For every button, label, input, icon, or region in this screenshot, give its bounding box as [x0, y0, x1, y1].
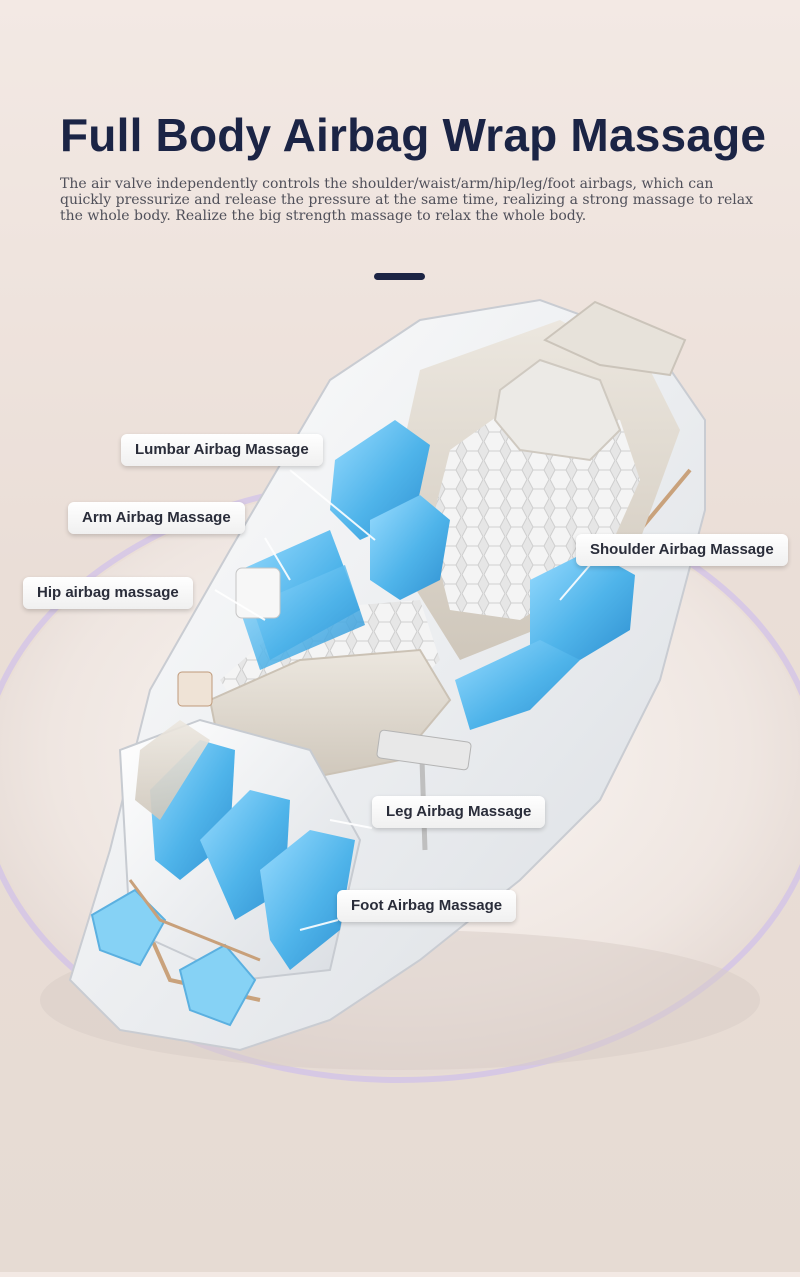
- massage-chair-illustration: [0, 298, 800, 1083]
- leg-airbag-3: [260, 830, 355, 970]
- leader-foot: [299, 919, 339, 931]
- leader-lumbar: [289, 469, 376, 541]
- foot-airbag-right: [178, 943, 257, 1027]
- label-arm-airbag: Arm Airbag Massage: [68, 502, 245, 534]
- leader-shoulder: [559, 564, 591, 601]
- leader-leg: [329, 819, 373, 829]
- foot-rest-rim: [128, 879, 261, 962]
- tablet-mount: [376, 729, 472, 771]
- page-title: Full Body Airbag Wrap Massage: [60, 109, 767, 161]
- product-scene: [0, 280, 800, 1272]
- leader-hip: [214, 589, 266, 621]
- label-leg-airbag: Leg Airbag Massage: [372, 796, 546, 828]
- leg-inner-pad: [135, 720, 210, 820]
- shoulder-airbag: [530, 550, 635, 660]
- label-shoulder-airbag: Shoulder Airbag Massage: [576, 534, 788, 566]
- headrest-pillow: [493, 358, 622, 462]
- title-divider: [374, 273, 425, 280]
- control-panel: [235, 567, 281, 619]
- label-foot-airbag: Foot Airbag Massage: [337, 890, 517, 922]
- foot-airbag-left: [90, 888, 167, 967]
- leader-arm: [264, 537, 291, 581]
- label-hip-airbag: Hip airbag massage: [23, 577, 193, 609]
- label-lumbar-airbag: Lumbar Airbag Massage: [121, 434, 323, 466]
- gold-trim-right: [638, 468, 692, 532]
- shoulder-airbag-2: [455, 640, 580, 730]
- lumbar-airbag-2: [370, 495, 450, 600]
- description-text: The air valve independently controls the…: [60, 176, 753, 224]
- arm-airbag-2: [240, 565, 365, 670]
- control-display: [177, 671, 213, 707]
- headrest-cover: [543, 300, 687, 377]
